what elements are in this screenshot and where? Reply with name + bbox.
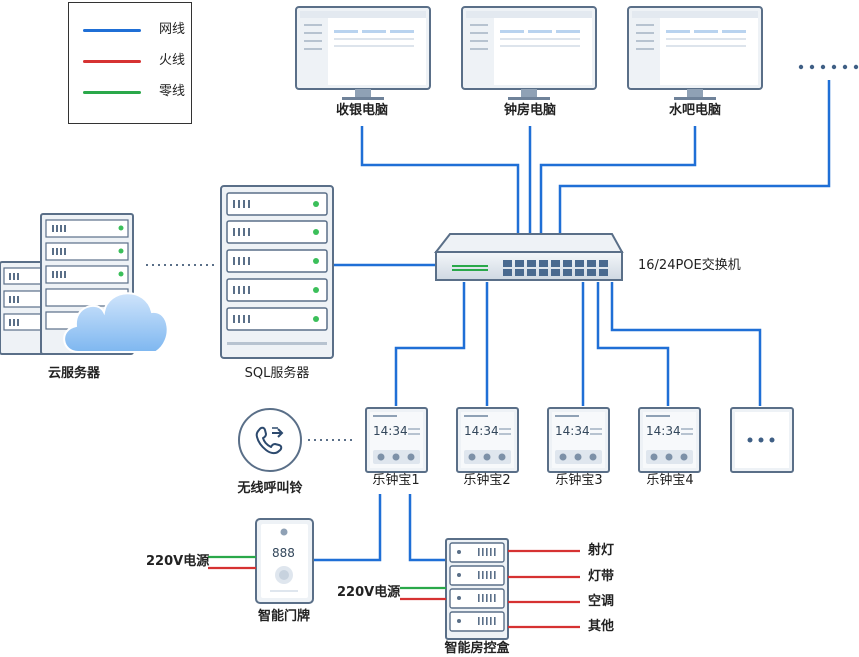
- wireless-bell-label: 无线呼叫铃: [237, 481, 303, 496]
- door-plate-power-label: 220V电源: [146, 554, 210, 569]
- device-panel-3: [547, 407, 610, 473]
- device-label-2: 乐钟宝2: [463, 473, 511, 488]
- output-label-other: 其他: [588, 619, 615, 634]
- sql-server-icon: [220, 185, 334, 359]
- wireless-call-bell-icon: [238, 408, 302, 472]
- monitor-clock-room: [461, 6, 597, 100]
- device-1-clock: 14:34: [373, 424, 408, 438]
- device-label-1: 乐钟宝1: [372, 473, 420, 488]
- legend-network-swatch: [83, 29, 141, 32]
- output-label-light-strip: 灯带: [588, 569, 615, 584]
- legend-live-label: 火线: [159, 53, 186, 68]
- device-2-clock: 14:34: [464, 424, 499, 438]
- more-computers-dots: [798, 64, 859, 70]
- legend-network-label: 网线: [159, 22, 186, 37]
- computer-label-cashier: 收银电脑: [335, 103, 389, 118]
- network-cables: [313, 80, 831, 562]
- output-label-spotlight: 射灯: [588, 543, 615, 558]
- device-label-4: 乐钟宝4: [646, 473, 694, 488]
- device-panel-2: [456, 407, 519, 473]
- room-control-power-label: 220V电源: [337, 585, 401, 600]
- monitor-water-bar: [627, 6, 763, 100]
- dotted-links: [146, 264, 356, 441]
- device-panel-more: [730, 407, 794, 473]
- smart-room-control-box-icon: [445, 538, 509, 640]
- switch-label: 16/24POE交换机: [638, 258, 741, 273]
- legend-live-swatch: [83, 60, 141, 63]
- cloud-server-label: 云服务器: [47, 366, 101, 381]
- device-4-clock: 14:34: [646, 424, 681, 438]
- legend-neutral-swatch: [83, 91, 141, 94]
- sql-server-label: SQL服务器: [244, 366, 310, 381]
- door-plate-number: 888: [272, 546, 295, 560]
- computer-label-water-bar: 水吧电脑: [668, 103, 722, 118]
- door-plate-label: 智能门牌: [257, 609, 311, 624]
- device-panel-4: [638, 407, 701, 473]
- legend-neutral-label: 零线: [159, 84, 186, 99]
- device-3-clock: 14:34: [555, 424, 590, 438]
- room-control-label: 智能房控盒: [444, 641, 510, 656]
- computer-label-clock-room: 钟房电脑: [503, 103, 557, 118]
- monitor-cashier: [295, 6, 431, 100]
- poe-switch-icon: [433, 233, 624, 281]
- cloud-server-icon: [0, 213, 169, 355]
- device-label-3: 乐钟宝3: [555, 473, 603, 488]
- smart-door-plate-icon: [255, 518, 314, 604]
- output-label-air-conditioner: 空调: [588, 594, 615, 609]
- legend: 网线 火线 零线: [68, 2, 192, 124]
- device-panel-1: [365, 407, 428, 473]
